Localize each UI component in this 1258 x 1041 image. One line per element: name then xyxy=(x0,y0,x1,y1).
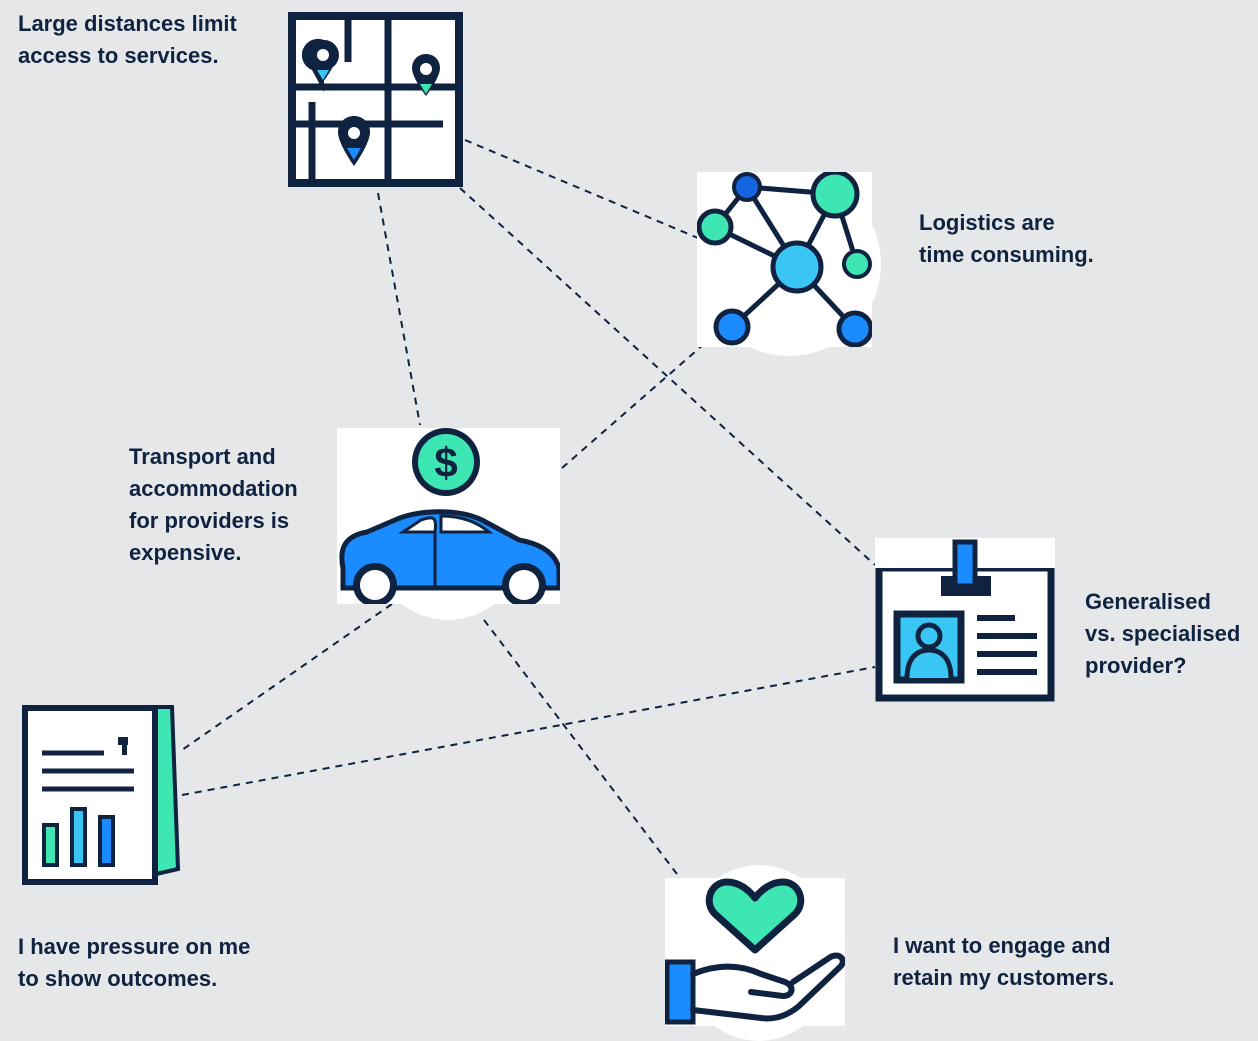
label-logistics: Logistics are time consuming. xyxy=(919,210,1094,267)
car-cost-icon: $ xyxy=(337,428,560,604)
heart-hand-icon xyxy=(665,878,845,1026)
svg-text:$: $ xyxy=(434,439,457,486)
id-badge-icon xyxy=(875,538,1055,702)
link-transport-customers xyxy=(483,619,681,879)
link-outcomes-provider xyxy=(181,666,876,796)
link-transport-logistics xyxy=(561,343,705,469)
label-large-distances: Large distances limit access to services… xyxy=(18,11,237,68)
link-distances-logistics xyxy=(464,139,699,239)
network-icon xyxy=(697,172,872,347)
report-chart-icon xyxy=(22,705,180,885)
label-provider-type: Generalised vs. specialised provider? xyxy=(1085,589,1241,678)
label-customers: I want to engage and retain my customers… xyxy=(893,933,1115,990)
link-distances-transport xyxy=(377,192,421,426)
label-transport-cost: Transport and accommodation for provider… xyxy=(129,444,298,565)
link-transport-outcomes xyxy=(181,603,393,751)
link-distances-provider xyxy=(459,187,876,566)
map-pins-icon xyxy=(288,12,463,187)
label-outcomes: I have pressure on me to show outcomes. xyxy=(18,934,251,991)
